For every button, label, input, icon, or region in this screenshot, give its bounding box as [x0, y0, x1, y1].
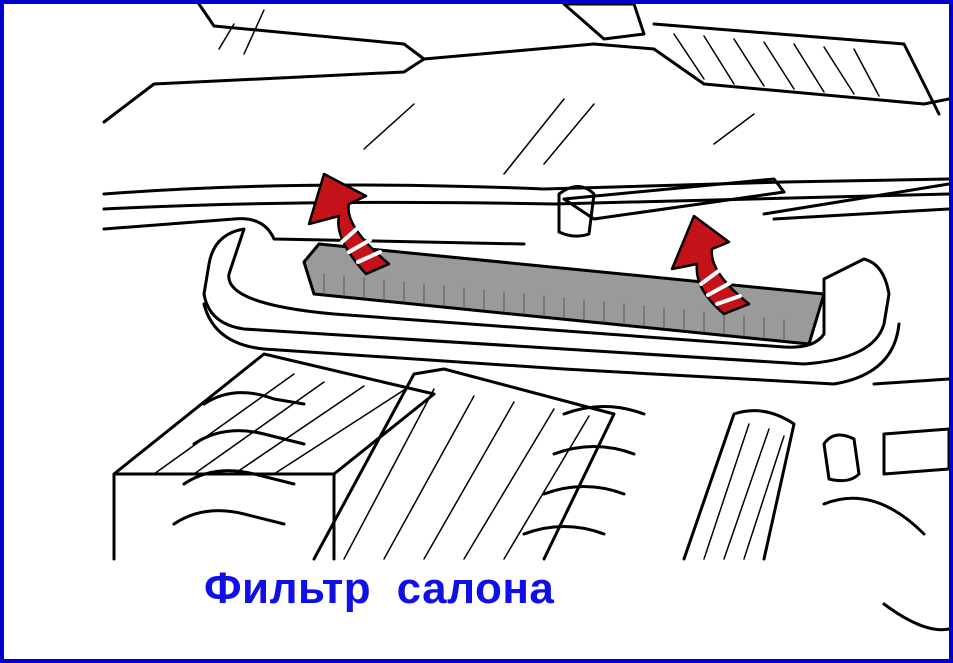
remove-arrow-icon — [670, 214, 751, 316]
diagram-caption: Фильтр салона — [204, 564, 555, 613]
wiper-arm — [562, 177, 786, 221]
remove-arrow-icon — [307, 172, 391, 276]
cabin-filter — [302, 242, 826, 346]
engine-cover — [312, 367, 616, 561]
filter-housing — [202, 227, 891, 366]
engine-right-rail — [682, 409, 796, 561]
intake-runners — [172, 391, 646, 536]
cowl-panel — [102, 177, 949, 196]
engine-bay-illustration — [102, 4, 949, 632]
wiper-cover — [562, 4, 646, 41]
windshield-base — [102, 57, 426, 124]
hood-outline — [197, 4, 949, 106]
engine-left-rail — [112, 352, 436, 476]
